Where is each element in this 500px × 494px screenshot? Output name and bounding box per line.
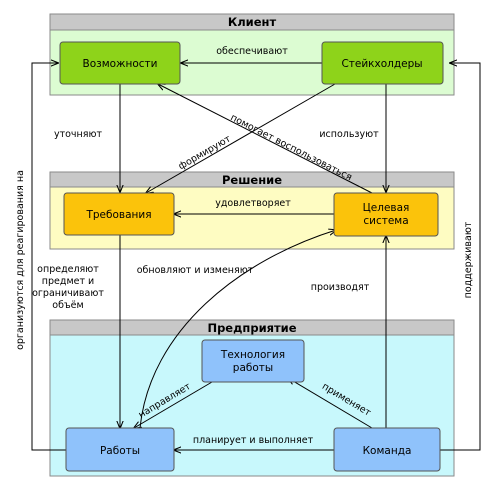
node-stakeholders-label: Стейкхолдеры	[341, 58, 422, 70]
label-organized: организуются для реагирования на	[15, 170, 26, 350]
solution-group-title: Решение	[222, 173, 282, 187]
label-support: поддерживают	[463, 221, 474, 298]
node-target-system-line2: система	[363, 215, 408, 227]
enterprise-group-title: Предприятие	[207, 321, 296, 335]
node-opportunities-label: Возможности	[82, 58, 157, 70]
edge-directs	[134, 381, 213, 428]
enterprise-group-header	[49, 319, 455, 336]
label-plans: планирует и выполняет	[193, 435, 314, 446]
edge-update	[139, 230, 336, 429]
label-define-2: предмет и	[42, 276, 94, 287]
label-refine: уточняют	[54, 129, 103, 140]
node-work-technology[interactable]: Технология работы	[201, 339, 305, 383]
node-team-label: Команда	[363, 445, 412, 457]
node-requirements[interactable]: Требования	[63, 192, 175, 236]
label-define-4: объём	[52, 300, 83, 311]
edge-helps-use	[158, 84, 373, 194]
label-define-1: определяют	[37, 264, 99, 275]
label-provide: обеспечивают	[216, 46, 288, 57]
edge-organized	[31, 63, 66, 451]
node-requirements-label: Требования	[85, 209, 151, 221]
node-stakeholders[interactable]: Стейкхолдеры	[321, 41, 444, 85]
edge-form	[146, 83, 336, 193]
label-produce: производят	[311, 282, 370, 293]
node-work-technology-line1: Технология	[220, 349, 285, 361]
edge-support	[440, 63, 481, 451]
node-target-system[interactable]: Целевая система	[333, 192, 439, 237]
client-group-title: Клиент	[228, 15, 277, 29]
node-work-label: Работы	[100, 445, 140, 457]
node-work[interactable]: Работы	[65, 427, 175, 472]
node-opportunities[interactable]: Возможности	[59, 41, 181, 85]
node-team[interactable]: Команда	[333, 427, 441, 472]
edge-applies	[288, 378, 373, 429]
label-use: используют	[319, 129, 379, 140]
client-group-header	[49, 13, 455, 31]
label-form: формируют	[177, 133, 234, 172]
label-define-3: ограничивают	[32, 288, 104, 299]
label-satisfies: удовлетворяет	[215, 198, 291, 209]
node-work-technology-line2: работы	[233, 362, 273, 374]
node-target-system-line1: Целевая	[363, 202, 410, 214]
label-update: обновляют и изменяют	[137, 265, 254, 276]
